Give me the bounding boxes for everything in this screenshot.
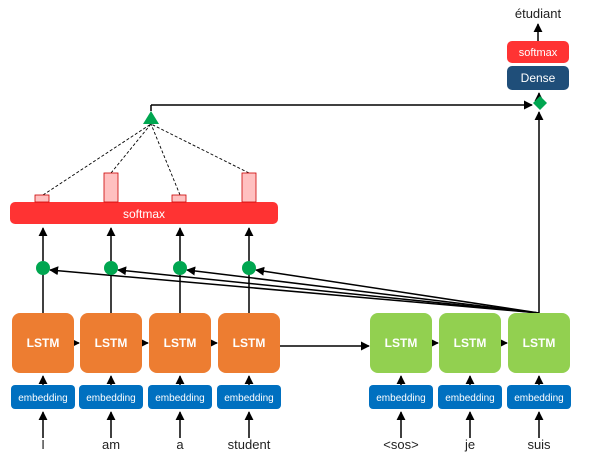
encoder-embedding-label: embedding <box>86 393 135 404</box>
decoder-input-word: suis <box>527 437 551 452</box>
encoder-embedding-box <box>11 385 75 409</box>
attention-weights <box>34 172 257 203</box>
encoder-embedding-box <box>217 385 281 409</box>
encoder-lstm-cell <box>149 313 211 373</box>
weight-to-context-dashed <box>150 123 181 196</box>
decoder-lstm-cell <box>508 313 570 373</box>
decoder-to-score-arrow <box>186 266 540 314</box>
decoder-lstm-cell <box>370 313 432 373</box>
encoder-embedding-label: embedding <box>224 393 273 404</box>
decoder-to-score-arrow <box>49 266 540 314</box>
encoder-input-word: a <box>176 437 184 452</box>
attention-weight-bar <box>34 194 50 203</box>
weight-to-context-dashed <box>150 123 250 174</box>
weight-to-context-dashed <box>42 123 152 196</box>
dense-box <box>507 66 569 90</box>
attention-weight-bar <box>171 194 187 203</box>
encoder-embedding-box <box>79 385 143 409</box>
encoder-input-word: student <box>228 437 271 452</box>
score-dot <box>173 261 187 275</box>
score-dot <box>36 261 50 275</box>
decoder-embedding-label: embedding <box>445 393 494 404</box>
encoder-lstm-label: LSTM <box>95 336 128 350</box>
decoder-embedding-label: embedding <box>514 393 563 404</box>
encoder-input-word: I <box>41 437 45 452</box>
decoder-embedding-label: embedding <box>376 393 425 404</box>
output-softmax-label: softmax <box>519 47 558 59</box>
attention-weight-bar <box>241 172 257 203</box>
decoder-lstm-cell <box>439 313 501 373</box>
decoder-lstm-label: LSTM <box>523 336 556 350</box>
decoder-embedding-box <box>438 385 502 409</box>
output-word: étudiant <box>515 6 562 21</box>
decoder-embedding-box <box>369 385 433 409</box>
weight-to-context-dashed <box>110 123 152 174</box>
encoder-lstm-label: LSTM <box>164 336 197 350</box>
decoder-embedding-box <box>507 385 571 409</box>
encoder-lstm-cell <box>218 313 280 373</box>
output-softmax-box <box>507 41 569 63</box>
decoder-lstm-label: LSTM <box>454 336 487 350</box>
encoder-embedding-label: embedding <box>155 393 204 404</box>
decoder-to-score-arrow <box>117 266 540 314</box>
concat-diamond <box>533 96 547 110</box>
decoder: LSTM embedding <sos> LSTM embedding je LSTM emb… <box>369 313 571 452</box>
encoder-embedding-label: embedding <box>18 393 67 404</box>
decoder-lstm-label: LSTM <box>385 336 418 350</box>
encoder-lstm-label: LSTM <box>27 336 60 350</box>
score-dot <box>104 261 118 275</box>
decoder-input-word: je <box>464 437 475 452</box>
arrows-layer <box>38 23 544 438</box>
encoder-lstm-cell <box>80 313 142 373</box>
encoder-embedding-box <box>148 385 212 409</box>
decoder-to-score-arrow <box>255 266 540 314</box>
encoder-lstm-cell <box>12 313 74 373</box>
attention-weight-bar <box>103 172 119 203</box>
score-dot <box>242 261 256 275</box>
encoder-input-word: am <box>102 437 120 452</box>
encoder-lstm-label: LSTM <box>233 336 266 350</box>
attention-softmax-bar <box>10 202 278 224</box>
dense-label: Dense <box>521 71 556 85</box>
attention-softmax-label: softmax <box>123 207 165 221</box>
context-vector-triangle <box>143 111 159 124</box>
decoder-input-word: <sos> <box>383 437 418 452</box>
